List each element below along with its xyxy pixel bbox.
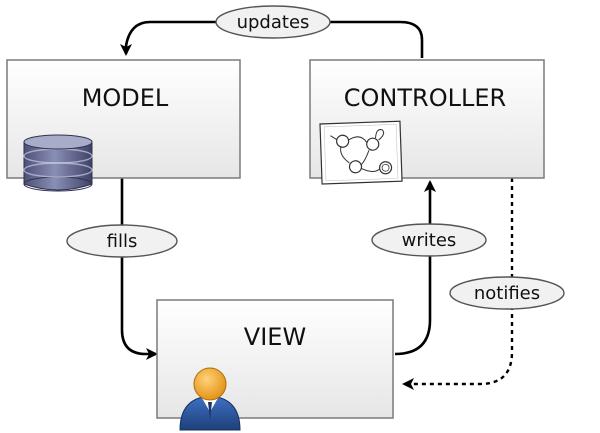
model-box: MODEL (6, 59, 241, 192)
user-icon (179, 367, 241, 431)
view-title: VIEW (244, 323, 306, 351)
svg-text:notifies: notifies (474, 283, 540, 304)
svg-text:writes: writes (402, 230, 457, 251)
notifies-arrow (402, 178, 514, 390)
controller-title: CONTROLLER (344, 84, 506, 112)
svg-text:updates: updates (237, 12, 310, 33)
view-box: VIEW (156, 299, 394, 431)
writes-label: writes (371, 223, 487, 257)
state-diagram-icon (319, 120, 403, 185)
fills-arrow (120, 178, 158, 360)
fills-label: fills (66, 224, 178, 258)
model-title: MODEL (82, 84, 169, 112)
controller-box: CONTROLLER (309, 59, 545, 185)
updates-label: updates (215, 5, 331, 39)
notifies-label: notifies (449, 276, 565, 310)
svg-text:fills: fills (107, 231, 138, 252)
database-icon (23, 134, 93, 192)
writes-arrow (394, 180, 436, 356)
